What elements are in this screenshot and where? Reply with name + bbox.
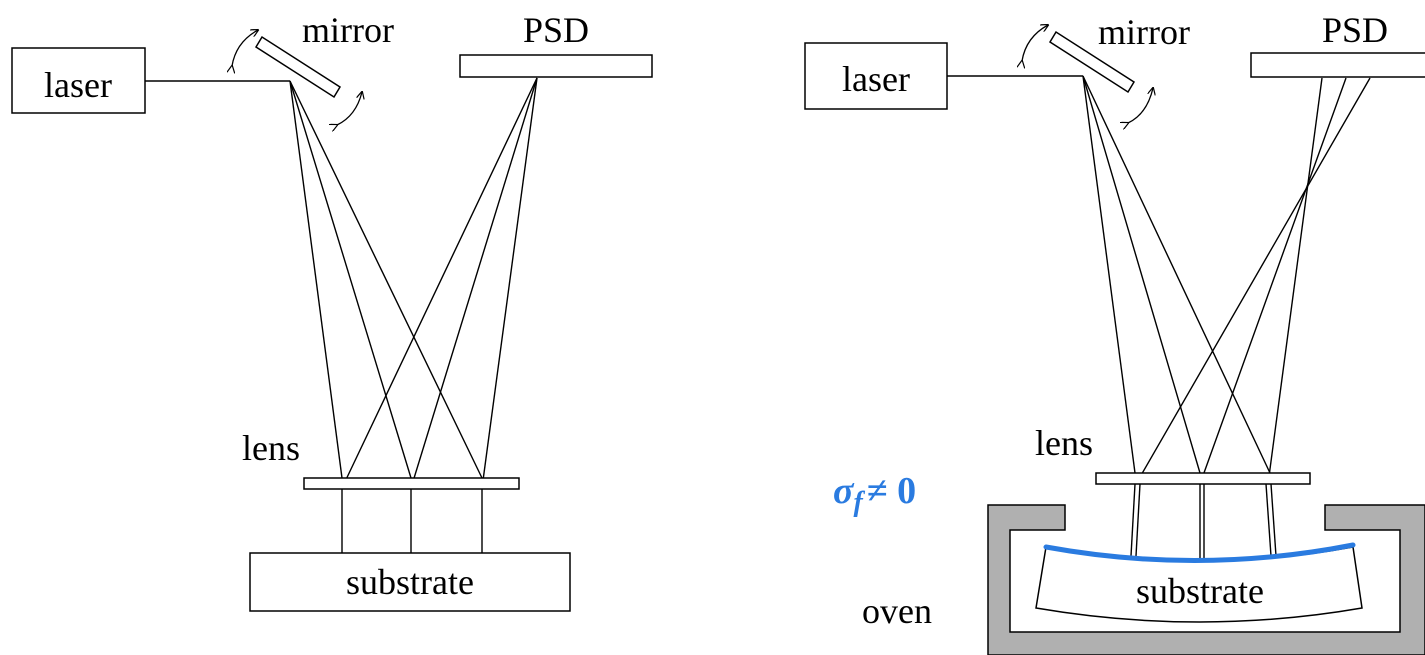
right-panel: laser mirror PSD lens oven bbox=[804, 10, 1425, 655]
right-lens bbox=[1095, 472, 1311, 485]
right-laser-label: laser bbox=[842, 59, 910, 99]
right-mirror-rotate-arrow-bottom bbox=[1128, 88, 1153, 123]
left-substrate-label: substrate bbox=[346, 562, 474, 602]
right-rays-vertical bbox=[1130, 483, 1277, 561]
stressed-film bbox=[1043, 542, 1356, 563]
left-panel: laser mirror PSD lens bbox=[11, 10, 653, 612]
left-rays-incident bbox=[289, 80, 483, 479]
right-mirror-label: mirror bbox=[1098, 12, 1190, 52]
left-laser-box bbox=[11, 47, 146, 114]
left-mirror-rotate-arrow-top bbox=[232, 30, 258, 66]
stress-subscript: f bbox=[853, 487, 865, 518]
right-psd-label: PSD bbox=[1322, 10, 1388, 50]
left-rays-reflected bbox=[341, 77, 538, 489]
stress-annotation: σf≠ 0 bbox=[833, 470, 916, 518]
left-lens bbox=[303, 477, 520, 490]
right-mirror bbox=[1048, 30, 1136, 94]
right-substrate-label: substrate bbox=[1136, 571, 1264, 611]
left-mirror-label: mirror bbox=[302, 10, 394, 50]
left-substrate-box bbox=[249, 552, 571, 612]
left-laser-label: laser bbox=[44, 65, 112, 105]
left-psd-label: PSD bbox=[523, 10, 589, 50]
oven-label: oven bbox=[862, 591, 932, 631]
stress-symbol: σ bbox=[833, 470, 855, 512]
left-psd-box bbox=[459, 54, 653, 78]
right-psd-box bbox=[1250, 52, 1425, 78]
oven-wall bbox=[987, 504, 1425, 655]
left-mirror-rotate-arrow-bottom bbox=[337, 92, 362, 125]
left-lens-label: lens bbox=[242, 428, 300, 468]
right-lens-label: lens bbox=[1035, 423, 1093, 463]
left-rays-vertical bbox=[341, 489, 483, 553]
right-mirror-rotate-arrow-top bbox=[1022, 25, 1048, 61]
right-rays-reflected bbox=[1135, 77, 1371, 485]
stress-relation: ≠ 0 bbox=[867, 470, 916, 512]
